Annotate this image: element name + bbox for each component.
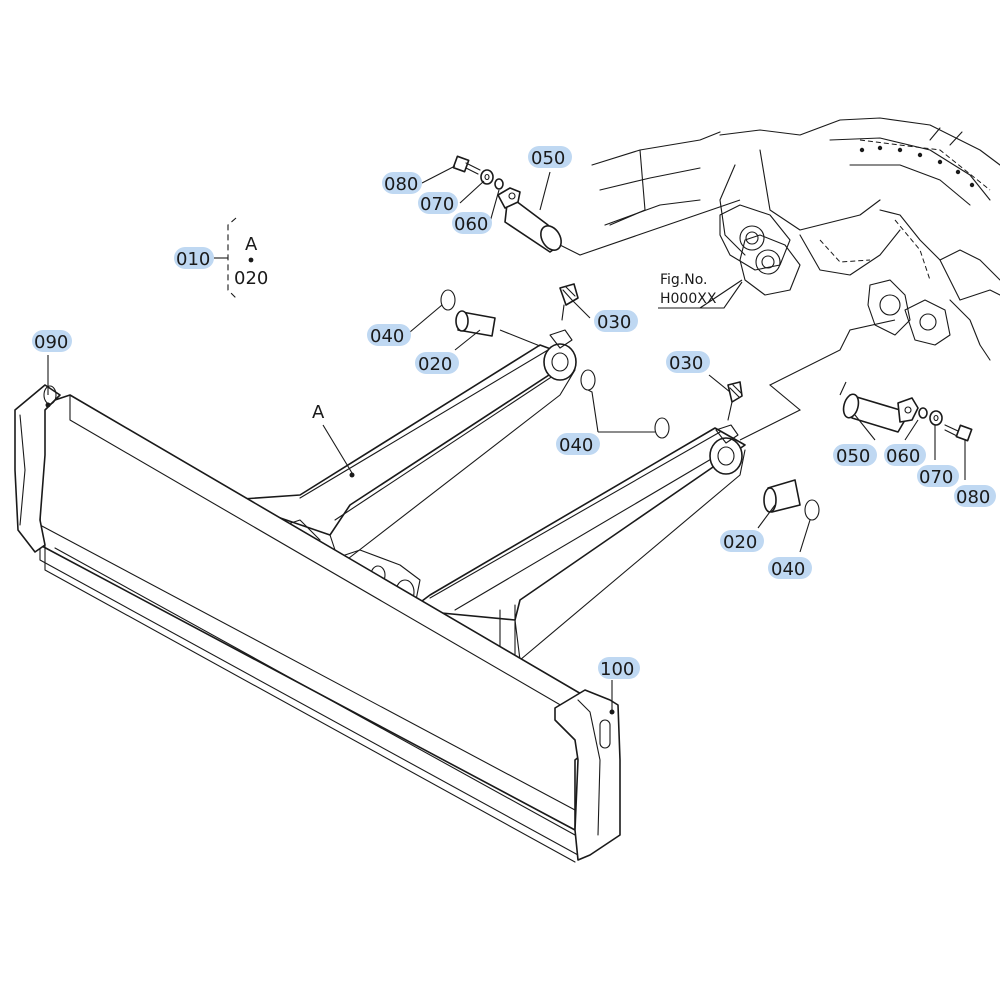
ring-040-d [804, 499, 820, 521]
figure-reference[interactable]: Fig.No. H000XX [658, 272, 743, 309]
part-label-070-upper[interactable]: 070 [418, 192, 458, 215]
frame-label-a: A [312, 402, 325, 423]
washer-060-lower [918, 407, 928, 419]
assembly-bracket: A 020 [214, 217, 268, 299]
part-label-040-b[interactable]: 040 [556, 433, 600, 456]
part-label-020-b[interactable]: 020 [720, 530, 764, 553]
bushing-020-lower [763, 479, 801, 513]
washer-070-upper [480, 169, 494, 185]
svg-text:040: 040 [370, 326, 404, 347]
bracket-letter: A [245, 234, 258, 255]
svg-text:090: 090 [34, 332, 68, 353]
grease-fitting-030-a [559, 283, 579, 321]
part-label-050-upper[interactable]: 050 [528, 146, 572, 169]
leader-lines [45, 165, 966, 715]
svg-text:060: 060 [886, 446, 920, 467]
bushing-020-upper [455, 310, 496, 337]
machine-frame [591, 117, 1000, 361]
part-label-030-b[interactable]: 030 [666, 351, 710, 374]
svg-text:070: 070 [420, 194, 454, 215]
part-label-060-upper[interactable]: 060 [452, 212, 492, 235]
pin-050-upper [497, 187, 562, 253]
svg-text:020: 020 [418, 354, 452, 375]
part-label-040-c[interactable]: 040 [768, 557, 812, 580]
grease-fitting-030-b [727, 381, 743, 421]
svg-text:040: 040 [559, 435, 593, 456]
fig-ref-line2: H000XX [660, 291, 717, 307]
part-label-020-a[interactable]: 020 [415, 352, 459, 375]
svg-text:010: 010 [176, 249, 210, 270]
part-label-080-upper[interactable]: 080 [382, 172, 422, 195]
part-label-070-lower[interactable]: 070 [917, 465, 959, 488]
svg-text:050: 050 [531, 148, 565, 169]
svg-text:020: 020 [723, 532, 757, 553]
svg-text:080: 080 [956, 487, 990, 508]
frame-bolt-holes [859, 145, 975, 188]
svg-text:100: 100 [600, 659, 634, 680]
svg-text:040: 040 [771, 559, 805, 580]
svg-text:030: 030 [669, 353, 703, 374]
pin-050-lower [842, 393, 919, 433]
part-label-010[interactable]: 010 [174, 247, 214, 270]
bracket-number: 020 [234, 268, 268, 289]
washer-060-upper [494, 178, 504, 190]
part-label-050-lower[interactable]: 050 [833, 444, 877, 467]
part-label-040-a[interactable]: 040 [367, 324, 411, 347]
part-label-100[interactable]: 100 [598, 657, 640, 680]
bolt-080-upper [452, 155, 481, 175]
fig-ref-line1: Fig.No. [660, 272, 708, 288]
svg-text:080: 080 [384, 174, 418, 195]
svg-text:070: 070 [919, 467, 953, 488]
part-label-030-a[interactable]: 030 [594, 310, 638, 333]
svg-text:060: 060 [454, 214, 488, 235]
ring-040-b [580, 369, 596, 391]
part-label-060-lower[interactable]: 060 [884, 444, 926, 467]
bolt-080-lower [944, 424, 973, 442]
blade-frame [14, 329, 746, 863]
washer-070-lower [929, 410, 943, 426]
svg-text:050: 050 [836, 446, 870, 467]
part-label-090[interactable]: 090 [32, 330, 72, 353]
svg-text:030: 030 [597, 312, 631, 333]
ring-040-a [440, 289, 456, 311]
part-label-080-lower[interactable]: 080 [954, 485, 996, 508]
ring-040-c [654, 417, 670, 439]
